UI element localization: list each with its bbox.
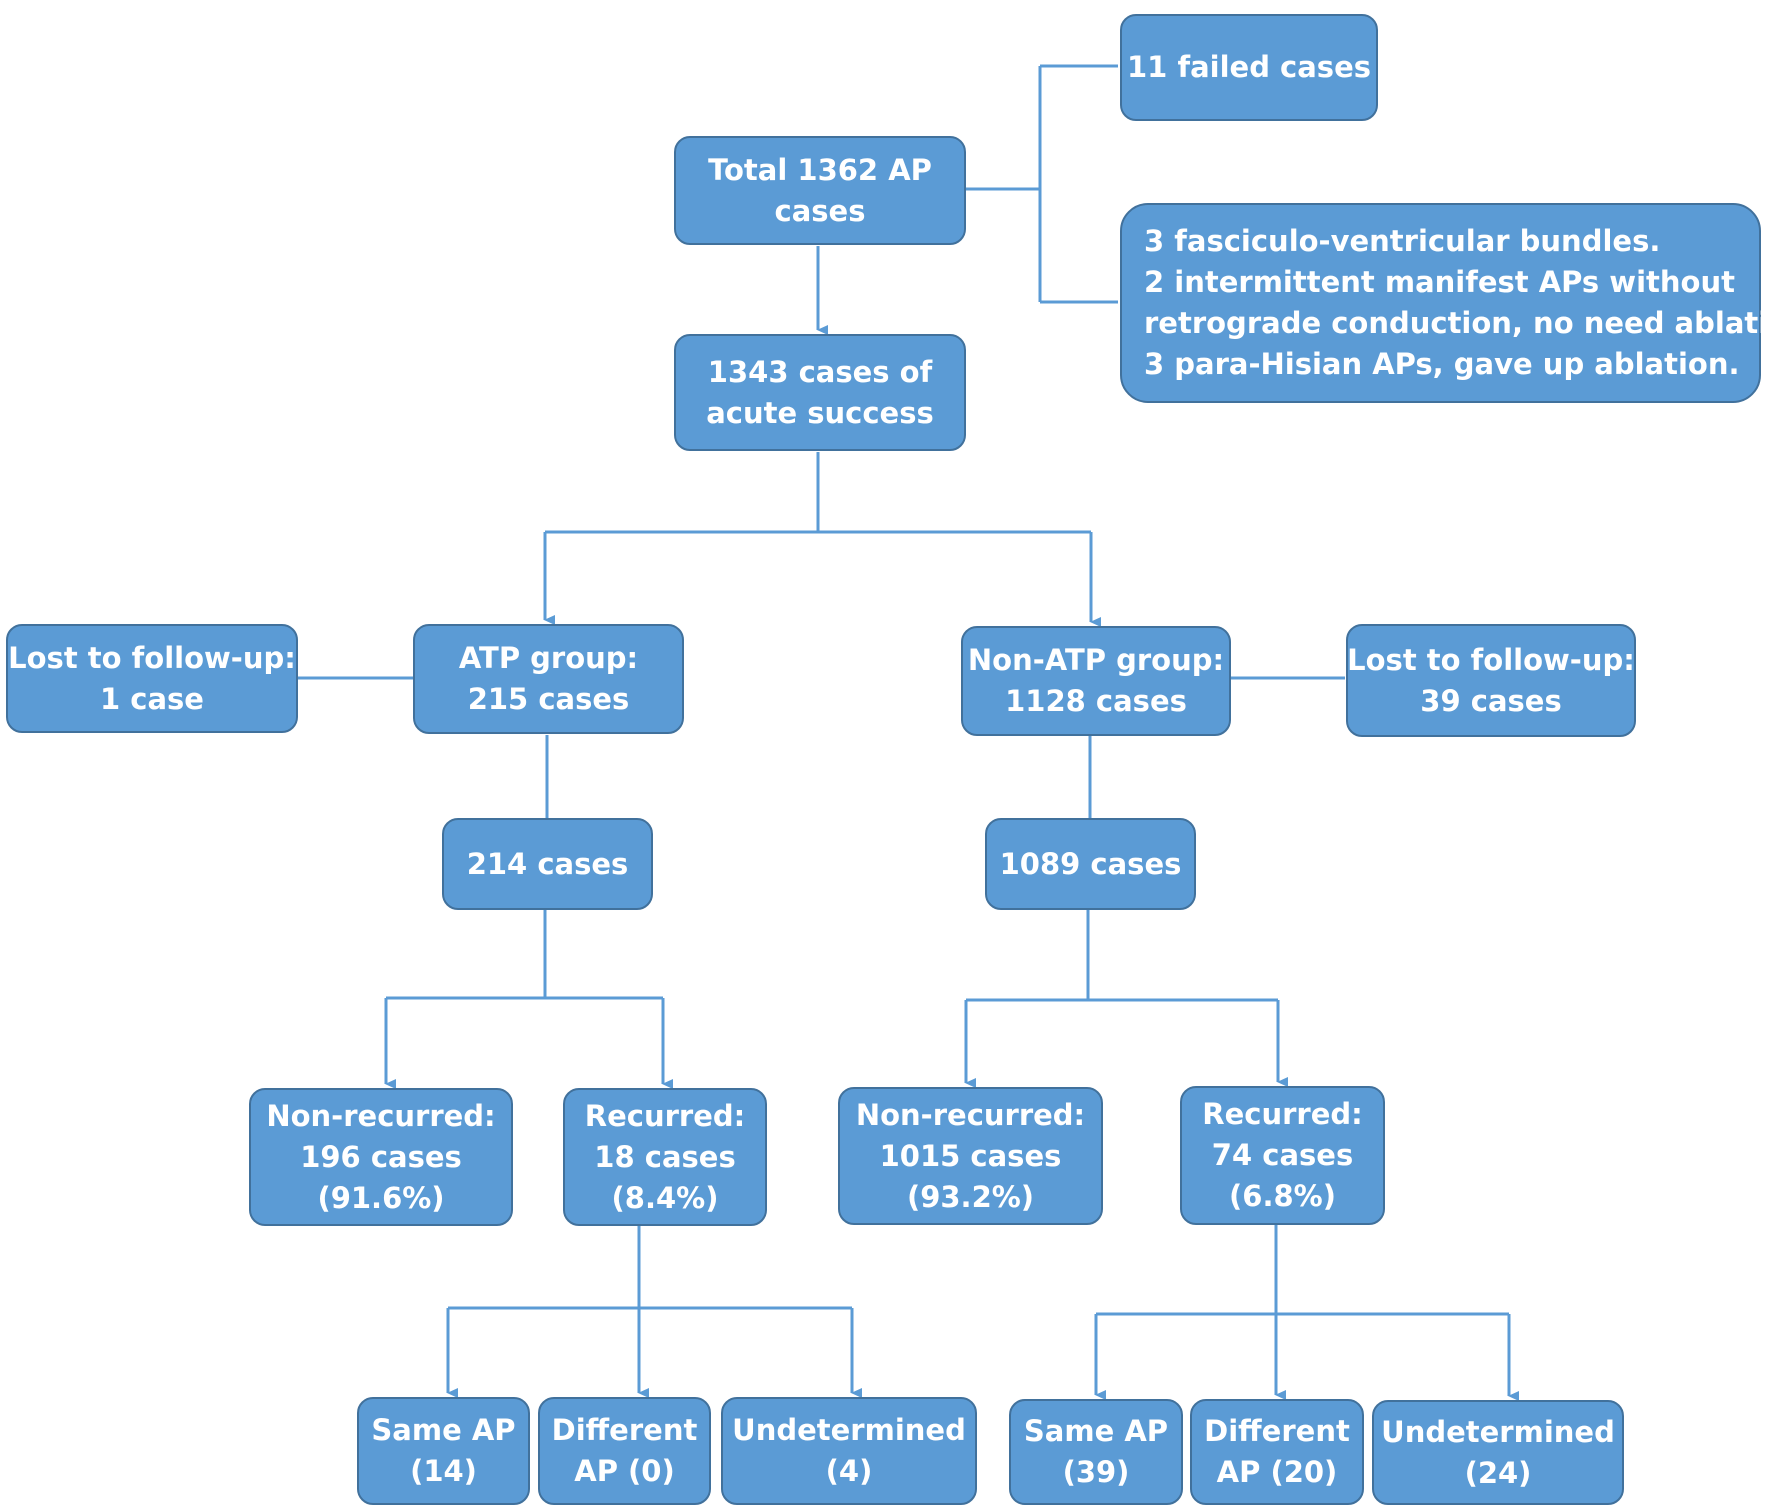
atp-214-cases-box: 214 cases	[442, 818, 653, 910]
non-atp-same-ap-line-2: (39)	[1062, 1455, 1130, 1489]
non-atp-recurred-line-2: 74 cases	[1211, 1138, 1354, 1172]
atp-recurred-box: Recurred: 18 cases (8.4%)	[563, 1088, 767, 1226]
non-atp-same-ap-box: Same AP (39)	[1009, 1399, 1183, 1505]
atp-214-cases-line-1: 214 cases	[466, 846, 629, 881]
failed-cases-box: 11 failed cases	[1120, 14, 1378, 121]
non-atp-recurred-box: Recurred: 74 cases (6.8%)	[1180, 1086, 1385, 1225]
atp-recurred-line-3: (8.4%)	[611, 1180, 719, 1215]
excluded-cases-line-3: retrograde conduction, no need ablation.	[1144, 306, 1772, 340]
atp-lost-to-follow-up-line-2: 1 case	[100, 681, 204, 716]
atp-different-ap-line-1: Different	[551, 1413, 698, 1447]
atp-recurred-line-1: Recurred:	[584, 1098, 746, 1133]
non-atp-non-recurred-line-3: (93.2%)	[906, 1179, 1035, 1214]
acute-success-line-1: 1343 cases of	[707, 354, 933, 389]
acute-success-box: 1343 cases of acute success	[674, 334, 966, 451]
non-atp-undetermined-box: Undetermined (24)	[1372, 1400, 1624, 1505]
non-atp-group-line-2: 1128 cases	[1005, 684, 1187, 718]
non-atp-recurred-line-3: (6.8%)	[1229, 1179, 1336, 1213]
atp-same-ap-box: Same AP (14)	[357, 1397, 530, 1505]
atp-different-ap-line-2: AP (0)	[574, 1454, 675, 1488]
excluded-cases-box: 3 fasciculo-ventricular bundles. 2 interm…	[1120, 203, 1772, 403]
atp-undetermined-box: Undetermined (4)	[721, 1397, 977, 1505]
total-cases-box: Total 1362 AP cases	[674, 136, 966, 245]
failed-cases-line-1: 11 failed cases	[1127, 50, 1371, 84]
non-atp-same-ap-line-1: Same AP	[1023, 1414, 1169, 1448]
atp-group-line-2: 215 cases	[467, 682, 630, 716]
non-atp-undetermined-line-2: (24)	[1464, 1455, 1532, 1490]
atp-lost-to-follow-up-line-1: Lost to follow-up:	[8, 640, 296, 675]
excluded-cases-line-4: 3 para-Hisian APs, gave up ablation.	[1144, 347, 1740, 381]
non-atp-group-line-1: Non-ATP group:	[967, 643, 1225, 677]
atp-group-line-1: ATP group:	[458, 641, 639, 675]
atp-group-box: ATP group: 215 cases	[413, 624, 684, 734]
non-atp-non-recurred-box: Non-recurred: 1015 cases (93.2%)	[838, 1087, 1103, 1225]
non-atp-different-ap-line-1: Different	[1204, 1414, 1350, 1448]
non-atp-1089-cases-line-1: 1089 cases	[999, 846, 1182, 881]
total-cases-line-1: Total 1362 AP	[708, 152, 932, 187]
excluded-cases-line-1: 3 fasciculo-ventricular bundles.	[1144, 224, 1661, 258]
non-atp-lost-to-follow-up-box: Lost to follow-up: 39 cases	[1346, 624, 1636, 737]
non-atp-non-recurred-line-2: 1015 cases	[879, 1138, 1062, 1173]
atp-different-ap-box: Different AP (0)	[538, 1397, 711, 1505]
non-atp-1089-cases-box: 1089 cases	[985, 818, 1196, 910]
acute-success-line-2: acute success	[706, 395, 934, 430]
non-atp-different-ap-box: Different AP (20)	[1190, 1399, 1364, 1505]
atp-non-recurred-line-1: Non-recurred:	[266, 1098, 496, 1133]
non-atp-lost-to-follow-up-line-1: Lost to follow-up:	[1347, 642, 1635, 677]
non-atp-undetermined-line-1: Undetermined	[1381, 1414, 1615, 1449]
atp-undetermined-line-2: (4)	[825, 1454, 873, 1488]
excluded-cases-line-2: 2 intermittent manifest APs without	[1144, 265, 1735, 299]
atp-undetermined-line-1: Undetermined	[732, 1413, 966, 1447]
atp-lost-to-follow-up-box: Lost to follow-up: 1 case	[6, 624, 298, 733]
non-atp-different-ap-line-2: AP (20)	[1216, 1455, 1338, 1489]
atp-same-ap-line-1: Same AP	[371, 1413, 516, 1447]
atp-same-ap-line-2: (14)	[410, 1454, 477, 1488]
non-atp-group-box: Non-ATP group: 1128 cases	[961, 626, 1231, 736]
total-cases-line-2: cases	[774, 193, 866, 228]
atp-non-recurred-line-2: 196 cases	[300, 1139, 462, 1174]
non-atp-lost-to-follow-up-line-2: 39 cases	[1420, 683, 1562, 718]
non-atp-recurred-line-1: Recurred:	[1202, 1097, 1363, 1131]
non-atp-non-recurred-line-1: Non-recurred:	[855, 1097, 1086, 1132]
atp-non-recurred-box: Non-recurred: 196 cases (91.6%)	[249, 1088, 513, 1226]
atp-recurred-line-2: 18 cases	[594, 1139, 736, 1174]
atp-non-recurred-line-3: (91.6%)	[317, 1180, 445, 1215]
